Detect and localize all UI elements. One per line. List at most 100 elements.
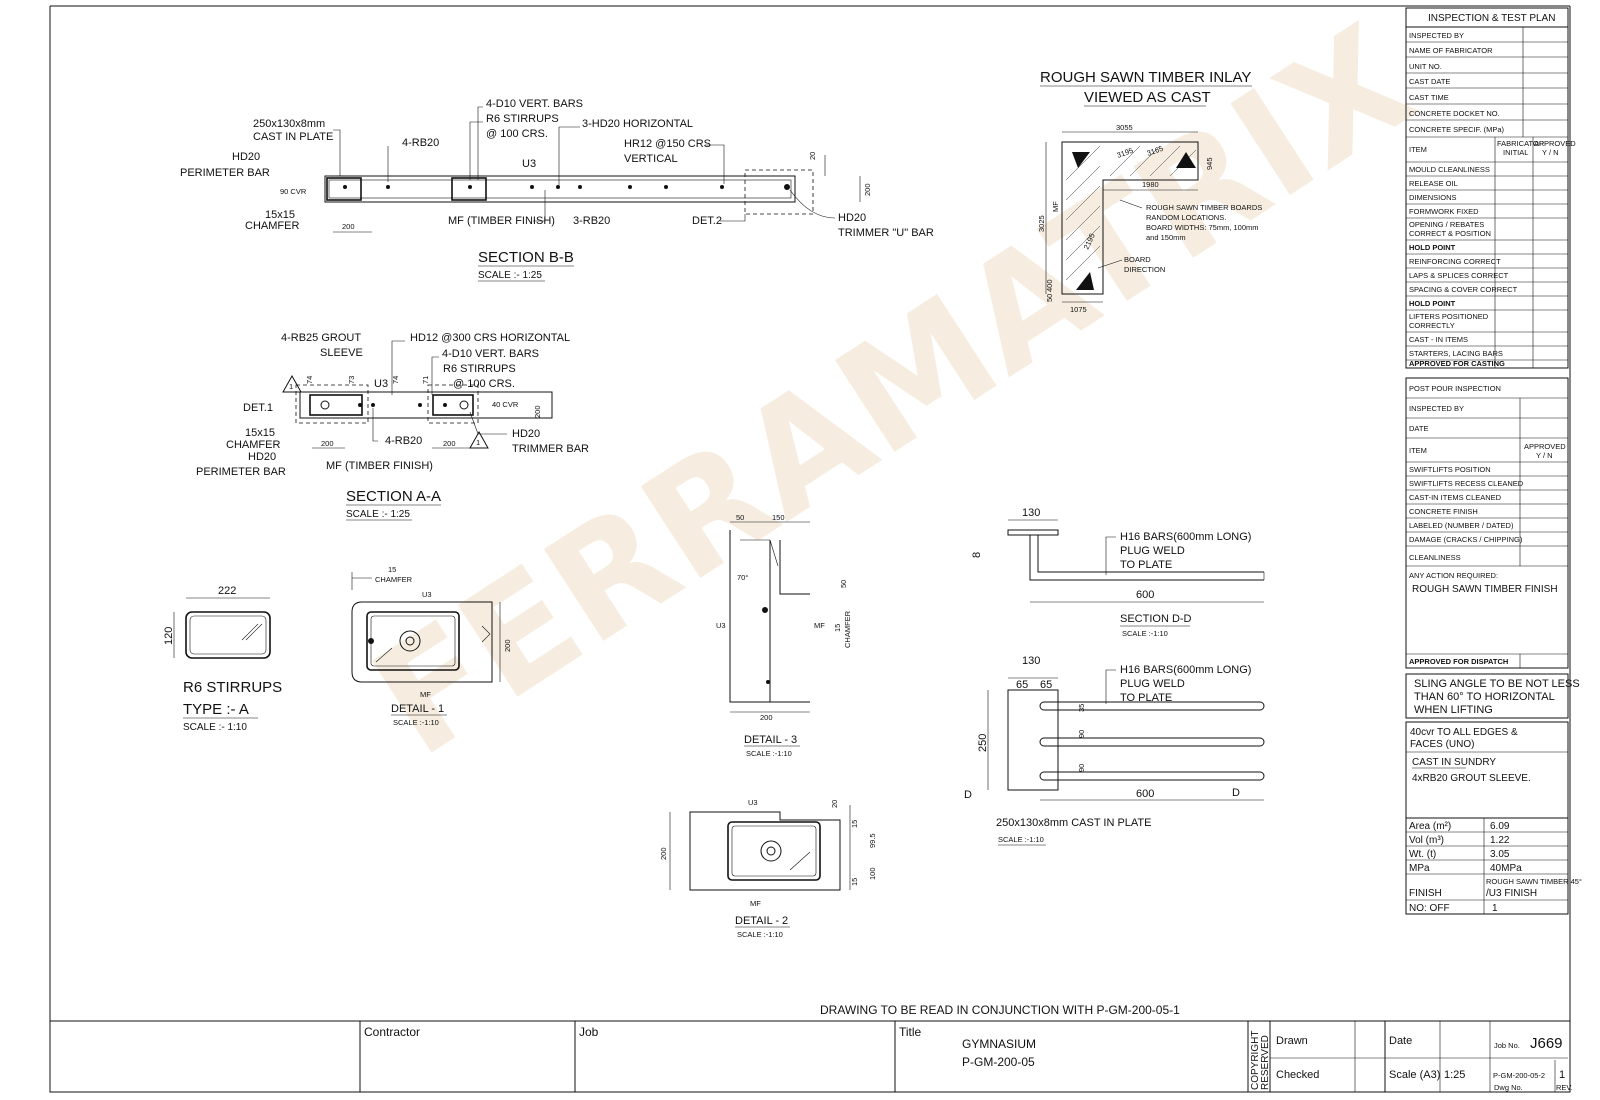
stirrup-shape — [185, 611, 271, 659]
inlay-outline — [1061, 141, 1199, 295]
prop-value: 3.05 — [1490, 849, 1510, 860]
aa-scale: SCALE :- 1:25 — [346, 509, 410, 520]
post-row: SWIFTLIFTS POSITION — [1409, 465, 1491, 474]
tb-job: Job — [579, 1025, 599, 1039]
detail3-scale: SCALE :-1:10 — [746, 749, 792, 758]
aa-title: SECTION A-A — [346, 488, 441, 505]
bb-rebar-dots — [343, 184, 790, 190]
action-label: ANY ACTION REQUIRED: — [1409, 571, 1498, 580]
itp-row: CORRECTLY — [1409, 321, 1455, 330]
inspection-test-plan: INSPECTION & TEST PLAN INSPECTED BY NAME… — [1405, 7, 1582, 915]
bb-dim: 200 — [342, 222, 355, 231]
tb-contractor: Contractor — [364, 1025, 420, 1039]
tb-jobno-label: Job No. — [1494, 1041, 1520, 1050]
itp-fab: FABRICATOR — [1497, 139, 1545, 148]
sling-note: SLING ANGLE TO BE NOT LESS — [1414, 678, 1580, 690]
inlay-note: RANDOM LOCATIONS. — [1146, 213, 1226, 222]
dd-label: H16 BARS(600mm LONG) — [1120, 531, 1251, 543]
post-row: DAMAGE (CRACKS / CHIPPING) — [1409, 535, 1523, 544]
aa-label: @ 100 CRS. — [453, 378, 515, 390]
itp-row: RELEASE OIL — [1409, 179, 1458, 188]
aa-det1-bubble — [295, 384, 369, 424]
tb-scale-label: Scale (A3) — [1389, 1069, 1440, 1081]
dd-label: 600 — [1136, 589, 1154, 601]
aa-label: DET.1 — [243, 402, 273, 414]
inlay-dim: 1980 — [1142, 180, 1159, 189]
itp-header-row: UNIT NO. — [1409, 62, 1442, 71]
plate-label: 35 — [1077, 704, 1086, 712]
inlay-note: DIRECTION — [1124, 265, 1165, 274]
bb-label: CAST IN PLATE — [253, 131, 333, 143]
detail2-label: 15 — [850, 878, 859, 886]
title-block: Contractor Job Title GYMNASIUM P-GM-200-… — [49, 1020, 1573, 1093]
aa-right-sleeve — [432, 394, 474, 416]
section-a-a: 1 1 4-RB25 GROUT SLEEVE HD12 @300 CRS HO… — [196, 332, 589, 521]
aa-dim: 200 — [321, 439, 334, 448]
detail2-label: 100 — [868, 867, 877, 880]
aa-dim: 74 — [305, 376, 314, 384]
detail2-scale: SCALE :-1:10 — [737, 930, 783, 939]
bb-label: @ 100 CRS. — [486, 128, 548, 140]
bb-label: 3-HD20 HORIZONTAL — [582, 118, 693, 130]
aa-label: R6 STIRRUPS — [443, 363, 516, 375]
plate-label: 65 — [1040, 679, 1052, 691]
post-row: CAST-IN ITEMS CLEANED — [1409, 493, 1502, 502]
post-rows — [1406, 475, 1568, 567]
post-row: CONCRETE FINISH — [1409, 507, 1478, 516]
itp-header-row: CONCRETE DOCKET NO. — [1409, 109, 1500, 118]
plate-label: D — [964, 789, 972, 801]
cover-note: 40cvr TO ALL EDGES & — [1410, 727, 1518, 738]
finish-label: FINISH — [1409, 888, 1442, 899]
finish-value: /U3 FINISH — [1486, 888, 1537, 899]
conjunction-note: DRAWING TO BE READ IN CONJUNCTION WITH P… — [820, 1003, 1180, 1017]
cast-in-plate: 130 65 65 H16 BARS(600mm LONG) PLUG WELD… — [964, 655, 1265, 846]
stirrup-dim: 222 — [218, 585, 236, 597]
prop-value: 40MPa — [1490, 863, 1522, 874]
aa-left-sleeve — [309, 394, 363, 416]
inlay-note: BOARD — [1124, 255, 1151, 264]
itp-row: LIFTERS POSITIONED — [1409, 312, 1489, 321]
detail1-label: 200 — [503, 639, 512, 652]
inlay-dim: 3055 — [1116, 123, 1133, 132]
aa-label: 4-RB25 GROUT — [281, 332, 361, 344]
aa-label: CHAMFER — [226, 439, 280, 451]
inlay-dim: 50 — [1045, 294, 1054, 302]
post-title: POST POUR INSPECTION — [1409, 384, 1501, 393]
bb-det2-bubble — [744, 169, 814, 215]
section-b-b: 250x130x8mm CAST IN PLATE HD20 PERIMETER… — [180, 98, 934, 282]
tb-copyright: COPYRIGHT — [1250, 1031, 1261, 1090]
plate-label: 65 — [1016, 679, 1028, 691]
bb-left-plate — [326, 177, 362, 201]
detail3-label: 50 — [736, 513, 744, 522]
aa-label: TRIMMER BAR — [512, 443, 589, 455]
post-inspected: INSPECTED BY — [1409, 404, 1464, 413]
bb-label: VERTICAL — [624, 153, 678, 165]
detail3-label: U3 — [716, 621, 726, 630]
bb-label: DET.2 — [692, 215, 722, 227]
bb-label: R6 STIRRUPS — [486, 113, 559, 125]
sling-note: WHEN LIFTING — [1414, 704, 1493, 716]
itp-row: CORRECT & POSITION — [1409, 229, 1491, 238]
bb-label: 3-RB20 — [573, 215, 610, 227]
aa-label: U3 — [374, 378, 388, 390]
detail2-label: 200 — [659, 847, 668, 860]
itp-header-row: INSPECTED BY — [1409, 31, 1464, 40]
detail2-label: 99.5 — [868, 833, 877, 848]
itp-fab: INITIAL — [1503, 148, 1528, 157]
itp-header-row: CAST TIME — [1409, 93, 1449, 102]
post-row: CLEANLINESS — [1409, 553, 1461, 562]
tb-dwgno-label: Dwg No. — [1494, 1083, 1523, 1092]
aa-dim: 200 — [443, 439, 456, 448]
detail2-label: 15 — [850, 820, 859, 828]
itp-row: FORMWORK FIXED — [1409, 207, 1479, 216]
section-bb-outline — [324, 175, 796, 203]
bb-label: MF (TIMBER FINISH) — [448, 215, 555, 227]
post-row: LABELED (NUMBER / DATED) — [1409, 521, 1514, 530]
detail2-label: MF — [750, 899, 761, 908]
cover-note: FACES (UNO) — [1410, 739, 1474, 750]
bb-label: 4-RB20 — [402, 137, 439, 149]
bb-label: HR12 @150 CRS — [624, 138, 711, 150]
tb-checked: Checked — [1276, 1069, 1319, 1081]
aa-tri-label: 1 — [476, 438, 480, 447]
prop-key: Wt. (t) — [1409, 849, 1436, 860]
